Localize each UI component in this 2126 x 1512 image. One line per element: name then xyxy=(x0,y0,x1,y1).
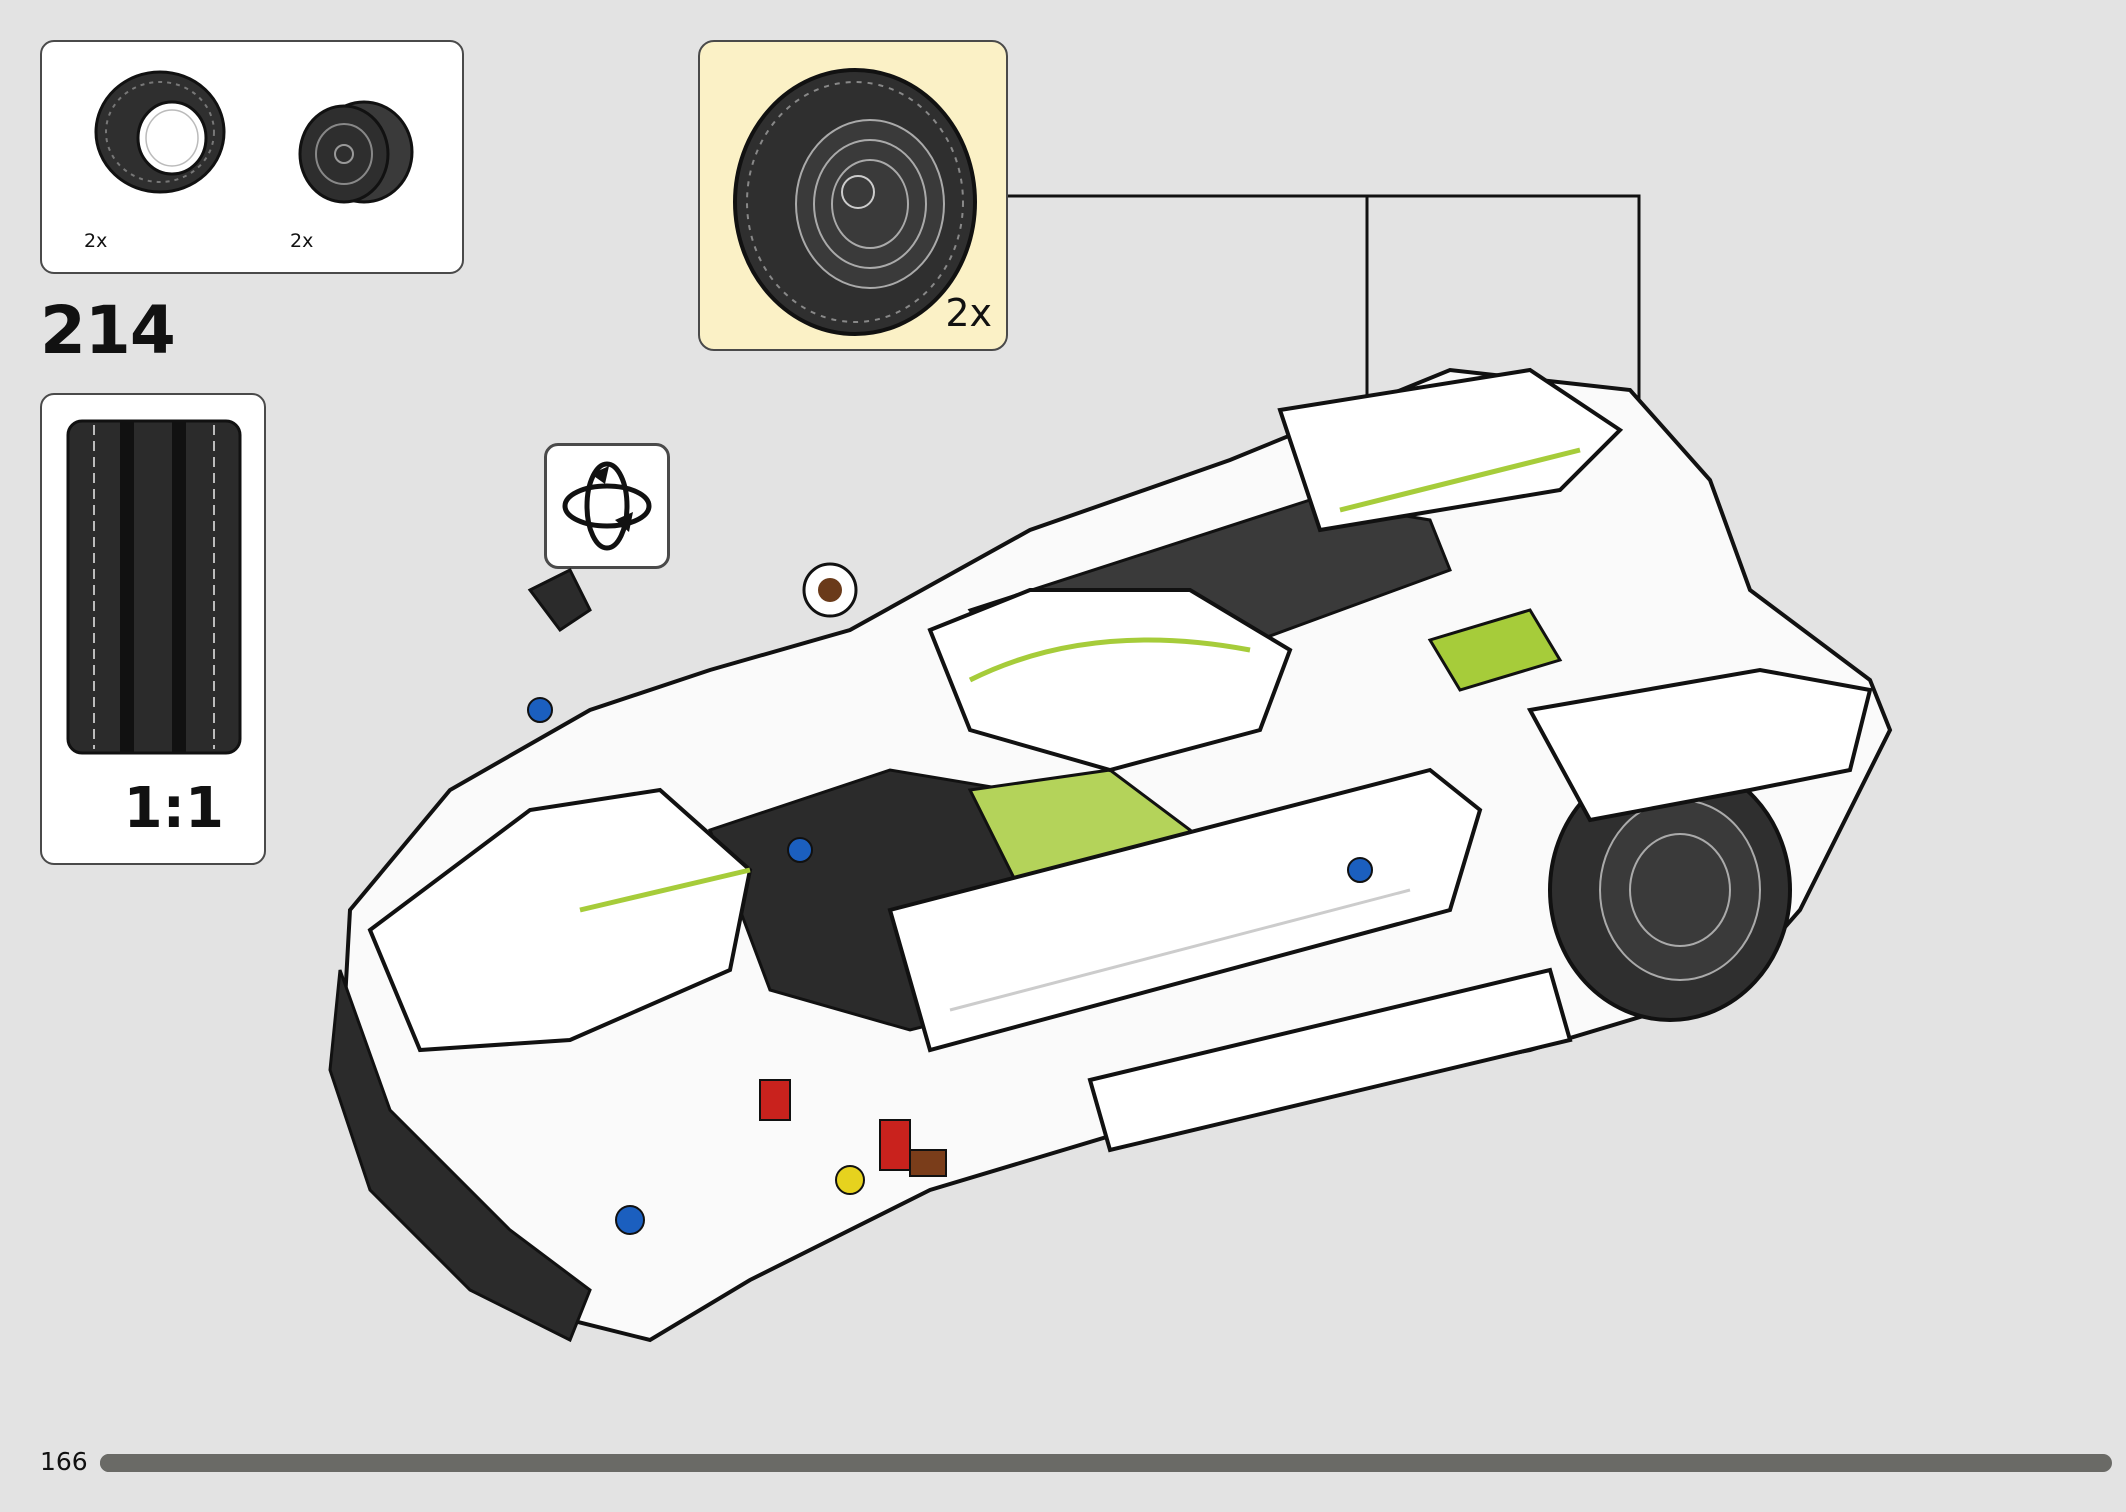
scale-label: 1:1 xyxy=(123,776,224,841)
rotate-model-indicator xyxy=(544,443,670,569)
wheel-rim-icon xyxy=(298,100,414,204)
tire-icon xyxy=(94,70,226,194)
subassembly-callout: 2x xyxy=(698,40,1008,351)
tire-side-view-icon xyxy=(66,419,242,755)
step-number: 214 xyxy=(40,292,176,369)
rim-qty: 2x xyxy=(290,230,314,252)
progress-bar-fill xyxy=(100,1454,2052,1472)
parts-list-panel: 2x 2x xyxy=(40,40,464,274)
scale-panel: 1:1 xyxy=(40,393,266,865)
rotate-model-icon xyxy=(562,461,652,551)
callout-qty: 2x xyxy=(945,291,992,335)
race-car-model-icon xyxy=(328,367,1893,1343)
tire-qty: 2x xyxy=(84,230,108,252)
progress-bar xyxy=(100,1454,2112,1472)
wheel-assembly-icon xyxy=(733,68,977,336)
page-number: 166 xyxy=(40,1447,88,1476)
